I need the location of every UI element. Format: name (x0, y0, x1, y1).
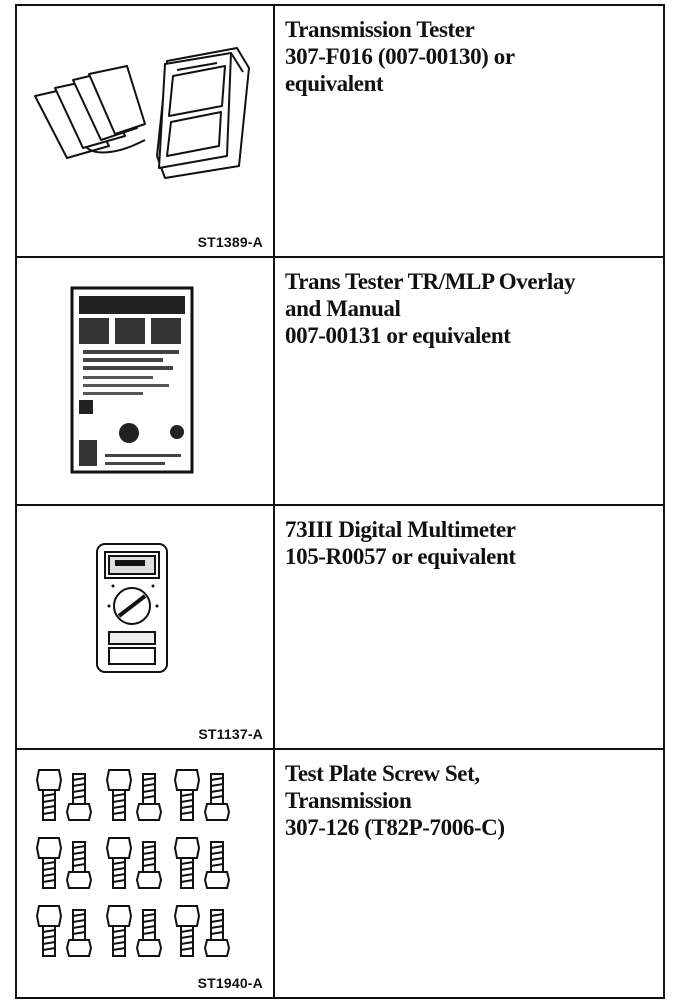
overlay-manual-icon (70, 286, 194, 474)
tool-illustration-cell: ST1389-A (17, 6, 275, 258)
tool-name-continued: Transmission (285, 788, 412, 813)
tool-description: 73III Digital Multimeter 105-R0057 or eq… (275, 506, 663, 750)
tool-name: 73III Digital Multimeter (285, 517, 516, 542)
tool-name: Transmission Tester (285, 17, 475, 42)
tool-number: 307-F016 (007-00130) or (285, 44, 515, 69)
tool-number: 105-R0057 or equivalent (285, 544, 516, 569)
digital-multimeter-icon (96, 543, 168, 673)
tool-number: 307-126 (T82P-7006-C) (285, 815, 505, 840)
tool-illustration-cell: ST1940-A (17, 750, 275, 997)
figure-code: ST1137-A (198, 726, 263, 742)
tool-description: Trans Tester TR/MLP Overlay and Manual 0… (275, 258, 663, 506)
screw-set-icon (36, 769, 230, 957)
figure-code: ST1389-A (197, 234, 263, 250)
tool-description: Test Plate Screw Set, Transmission 307-1… (275, 750, 663, 997)
tool-name: Trans Tester TR/MLP Overlay (285, 269, 576, 294)
tool-equivalent: equivalent (285, 71, 384, 96)
tool-name-continued: and Manual (285, 296, 401, 321)
tool-number: 007-00131 or equivalent (285, 323, 511, 348)
tool-description: Transmission Tester 307-F016 (007-00130)… (275, 6, 663, 258)
tool-name: Test Plate Screw Set, (285, 761, 480, 786)
tool-illustration-cell: ST1137-A (17, 506, 275, 750)
figure-code: ST1940-A (197, 975, 263, 991)
special-tools-table: ST1389-A Transmission Tester 307-F016 (0… (15, 4, 665, 999)
transmission-tester-icon (34, 47, 250, 179)
tool-illustration-cell (17, 258, 275, 506)
